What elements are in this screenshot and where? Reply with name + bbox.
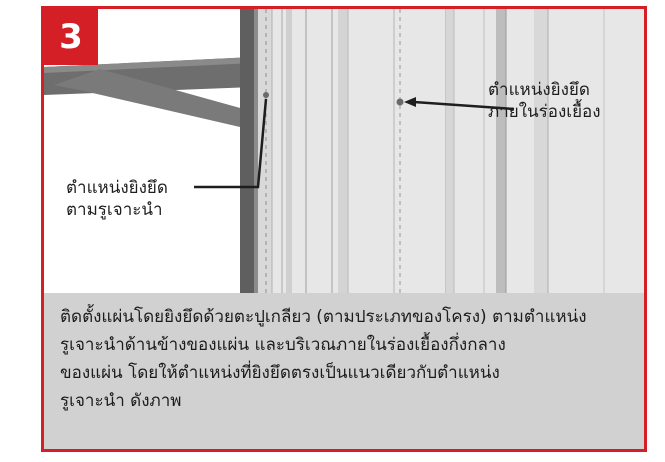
frame-beam-top-shade bbox=[44, 57, 254, 73]
callout-offset-groove-line2: ภายในร่องเยื้อง bbox=[488, 102, 601, 122]
caption-line-4: รูเจาะนำ ดังภาพ bbox=[60, 391, 182, 411]
caption-line-3: ของแผ่น โดยให้ตำแหน่งที่ยิงยึดตรงเป็นแนว… bbox=[60, 363, 500, 383]
callout-pilot-hole-line1: ตำแหน่งยิงยึด bbox=[66, 178, 168, 198]
callout-pilot-hole-line2: ตามรูเจาะนำ bbox=[66, 200, 163, 220]
leader-line-right bbox=[413, 100, 515, 111]
leader-line-left bbox=[194, 98, 268, 189]
callout-pilot-hole: ตำแหน่งยิงยึด ตามรูเจาะนำ bbox=[66, 177, 168, 221]
caption-line-2: รูเจาะนำด้านข้างของแผ่น และบริเวณภายในร่… bbox=[60, 335, 506, 355]
screw-point-right bbox=[396, 98, 404, 106]
instruction-caption: ติดตั้งแผ่นโดยยิงยึดด้วยตะปูเกลียว (ตามป… bbox=[44, 293, 644, 449]
panel-ribs bbox=[258, 9, 605, 293]
callout-offset-groove: ตำแหน่งยิงยึด ภายในร่องเยื้อง bbox=[488, 79, 601, 123]
installation-illustration bbox=[44, 9, 644, 293]
leader-arrow-right bbox=[404, 97, 416, 107]
step-number-badge: 3 bbox=[44, 9, 98, 65]
frame-beam-diagonal bbox=[54, 69, 258, 129]
caption-line-1: ติดตั้งแผ่นโดยยิงยึดด้วยตะปูเกลียว (ตามป… bbox=[60, 307, 587, 327]
screw-point-left bbox=[263, 92, 269, 98]
frame-post-left bbox=[240, 9, 258, 293]
instruction-panel: 3 ตำแหน่งยิงยึด ตามรูเจาะนำ ตำแหน่งยิงยึ… bbox=[41, 6, 647, 452]
callout-offset-groove-line1: ตำแหน่งยิงยึด bbox=[488, 80, 590, 100]
